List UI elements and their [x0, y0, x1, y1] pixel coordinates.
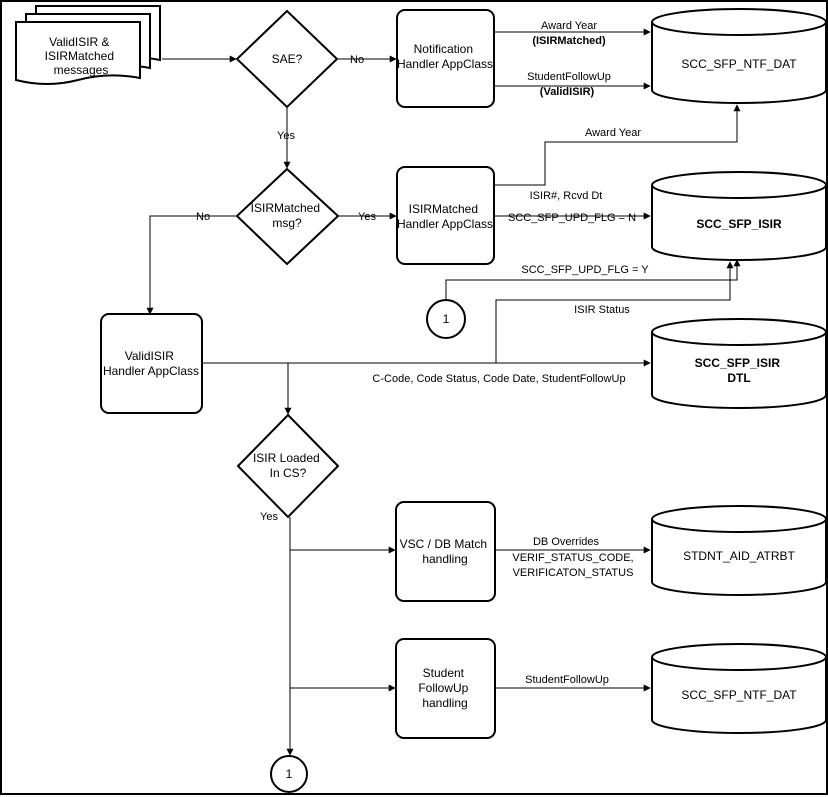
sfp-isir-dtl-label: SCC_SFP_ISIR DTL	[695, 356, 784, 385]
connector-1-bottom: 1	[270, 755, 308, 793]
edge-award-year-2	[494, 104, 741, 186]
stdnt-aid-label: STDNT_AID_ATRBT	[683, 549, 795, 563]
upd-flg-y-label: SCC_SFP_UPD_FLG = Y	[521, 264, 649, 276]
sae-label: SAE?	[272, 52, 303, 66]
isirmatched-decision: ISIRMatched msg?	[235, 167, 340, 266]
vsc-db-box: VSC / DB Match handling	[395, 501, 496, 602]
isir-loaded-label: ISIR Loaded In CS?	[253, 451, 323, 480]
loaded-yes-label: Yes	[260, 511, 278, 523]
ntf-dat-bottom-cylinder: SCC_SFP_NTF_DAT	[651, 643, 827, 734]
isirmatched-decision-label: ISIRMatched msg?	[251, 201, 324, 230]
isirmatched-paren-label: (ISIRMatched)	[532, 35, 606, 47]
award-year-2-label: Award Year	[585, 127, 641, 139]
connector-bottom-label: 1	[286, 767, 293, 781]
messages-label: ValidISIR & ISIRMatched messages	[45, 35, 118, 77]
edge-connector-upd-flg	[445, 259, 741, 299]
student-followup-box: Student FollowUp handling	[395, 638, 496, 739]
sae-no-label: No	[350, 54, 364, 66]
isirmatched-handler-label: ISIRMatched Handler AppClass	[397, 202, 493, 231]
isir-status-label: ISIR Status	[574, 304, 630, 316]
ccode-label: C-Code, Code Status, Code Date, StudentF…	[372, 373, 625, 385]
connector-top-label: 1	[443, 312, 450, 326]
upd-flg-n-label: SCC_SFP_UPD_FLG = N	[508, 212, 636, 224]
validisir-handler-box: ValidISIR Handler AppClass	[100, 313, 203, 414]
messages-document: ValidISIR & ISIRMatched messages	[15, 5, 161, 85]
edge-labels: No Yes Award Year (ISIRMatched) StudentF…	[196, 20, 649, 686]
db-overrides-label: DB Overrides	[533, 536, 600, 548]
ntf-dat-top-label: SCC_SFP_NTF_DAT	[681, 57, 797, 71]
connector-1-top: 1	[426, 299, 466, 339]
isir-rcvd-label: ISIR#, Rcvd Dt	[530, 190, 603, 202]
sae-yes-label: Yes	[277, 130, 295, 142]
match-no-label: No	[196, 211, 210, 223]
edge-isir-status	[495, 261, 734, 363]
verif-status-code-label: VERIF_STATUS_CODE,	[512, 552, 633, 564]
edge-match-no	[146, 215, 236, 315]
notification-handler-box: Notification Handler AppClass	[396, 9, 495, 108]
studentfollowup-1-label: StudentFollowUp	[527, 71, 611, 83]
sfp-isir-label: SCC_SFP_ISIR	[696, 217, 782, 231]
studentfollowup-2-label: StudentFollowUp	[525, 674, 609, 686]
match-yes-label: Yes	[358, 211, 376, 223]
sae-decision: SAE?	[235, 9, 339, 109]
validisir-handler-label: ValidISIR Handler AppClass	[103, 349, 199, 378]
validisir-paren-label: (ValidISIR)	[540, 86, 595, 98]
notification-handler-label: Notification Handler AppClass	[397, 42, 493, 71]
award-year-1-label: Award Year	[541, 20, 597, 32]
connectors	[146, 28, 741, 756]
verificaton-status-label: VERIFICATON_STATUS	[513, 567, 634, 579]
ntf-dat-top-cylinder: SCC_SFP_NTF_DAT	[651, 8, 827, 104]
student-followup-label: Student FollowUp handling	[418, 666, 471, 710]
sfp-isir-dtl-cylinder: SCC_SFP_ISIR DTL	[651, 318, 827, 409]
ntf-dat-bottom-label: SCC_SFP_NTF_DAT	[681, 688, 797, 702]
vsc-db-label: VSC / DB Match handling	[400, 537, 491, 566]
isirmatched-handler-box: ISIRMatched Handler AppClass	[396, 166, 495, 265]
isir-loaded-decision: ISIR Loaded In CS?	[236, 413, 340, 519]
sfp-isir-cylinder: SCC_SFP_ISIR	[651, 171, 827, 261]
stdnt-aid-cylinder: STDNT_AID_ATRBT	[651, 505, 827, 596]
